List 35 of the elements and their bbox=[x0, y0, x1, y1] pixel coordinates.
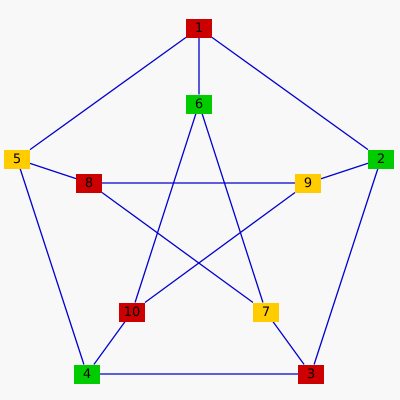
vertex-box bbox=[295, 174, 321, 192]
vertex-label: 2 bbox=[376, 152, 386, 166]
connector-line bbox=[134, 113, 197, 303]
vertex-box bbox=[4, 150, 30, 168]
connector-line bbox=[102, 182, 295, 184]
connector-line bbox=[313, 168, 379, 365]
connector-line bbox=[30, 36, 186, 150]
vertex-label: 3 bbox=[306, 366, 316, 382]
vertex-box bbox=[119, 302, 145, 322]
vertex-label: 6 bbox=[194, 96, 204, 112]
vertex-label: 10 bbox=[124, 304, 140, 320]
connector-line bbox=[102, 192, 254, 304]
vertex-box bbox=[186, 18, 212, 38]
connector-line bbox=[19, 168, 85, 365]
connector-line bbox=[201, 113, 264, 303]
vertex-label: 5 bbox=[12, 152, 22, 166]
connector-line bbox=[100, 373, 298, 375]
vertex-label: 9 bbox=[304, 176, 312, 190]
connector-line bbox=[93, 321, 126, 365]
vertex-label: 8 bbox=[84, 176, 94, 190]
vertex-box bbox=[74, 364, 100, 384]
connector-line bbox=[30, 162, 76, 180]
vertex-label: 1 bbox=[194, 20, 204, 36]
vertex-label: 4 bbox=[82, 366, 92, 382]
connector-line bbox=[320, 162, 368, 180]
connector-line bbox=[272, 321, 305, 365]
vertex-box bbox=[298, 364, 324, 384]
vertex-label: 7 bbox=[262, 304, 270, 320]
vertex-box bbox=[368, 150, 394, 168]
connector-line bbox=[144, 192, 296, 304]
vertex-box bbox=[186, 94, 212, 114]
vertex-box bbox=[253, 302, 279, 322]
vertex-box bbox=[76, 174, 102, 192]
connector-line bbox=[198, 38, 200, 94]
connector-line bbox=[212, 36, 368, 150]
